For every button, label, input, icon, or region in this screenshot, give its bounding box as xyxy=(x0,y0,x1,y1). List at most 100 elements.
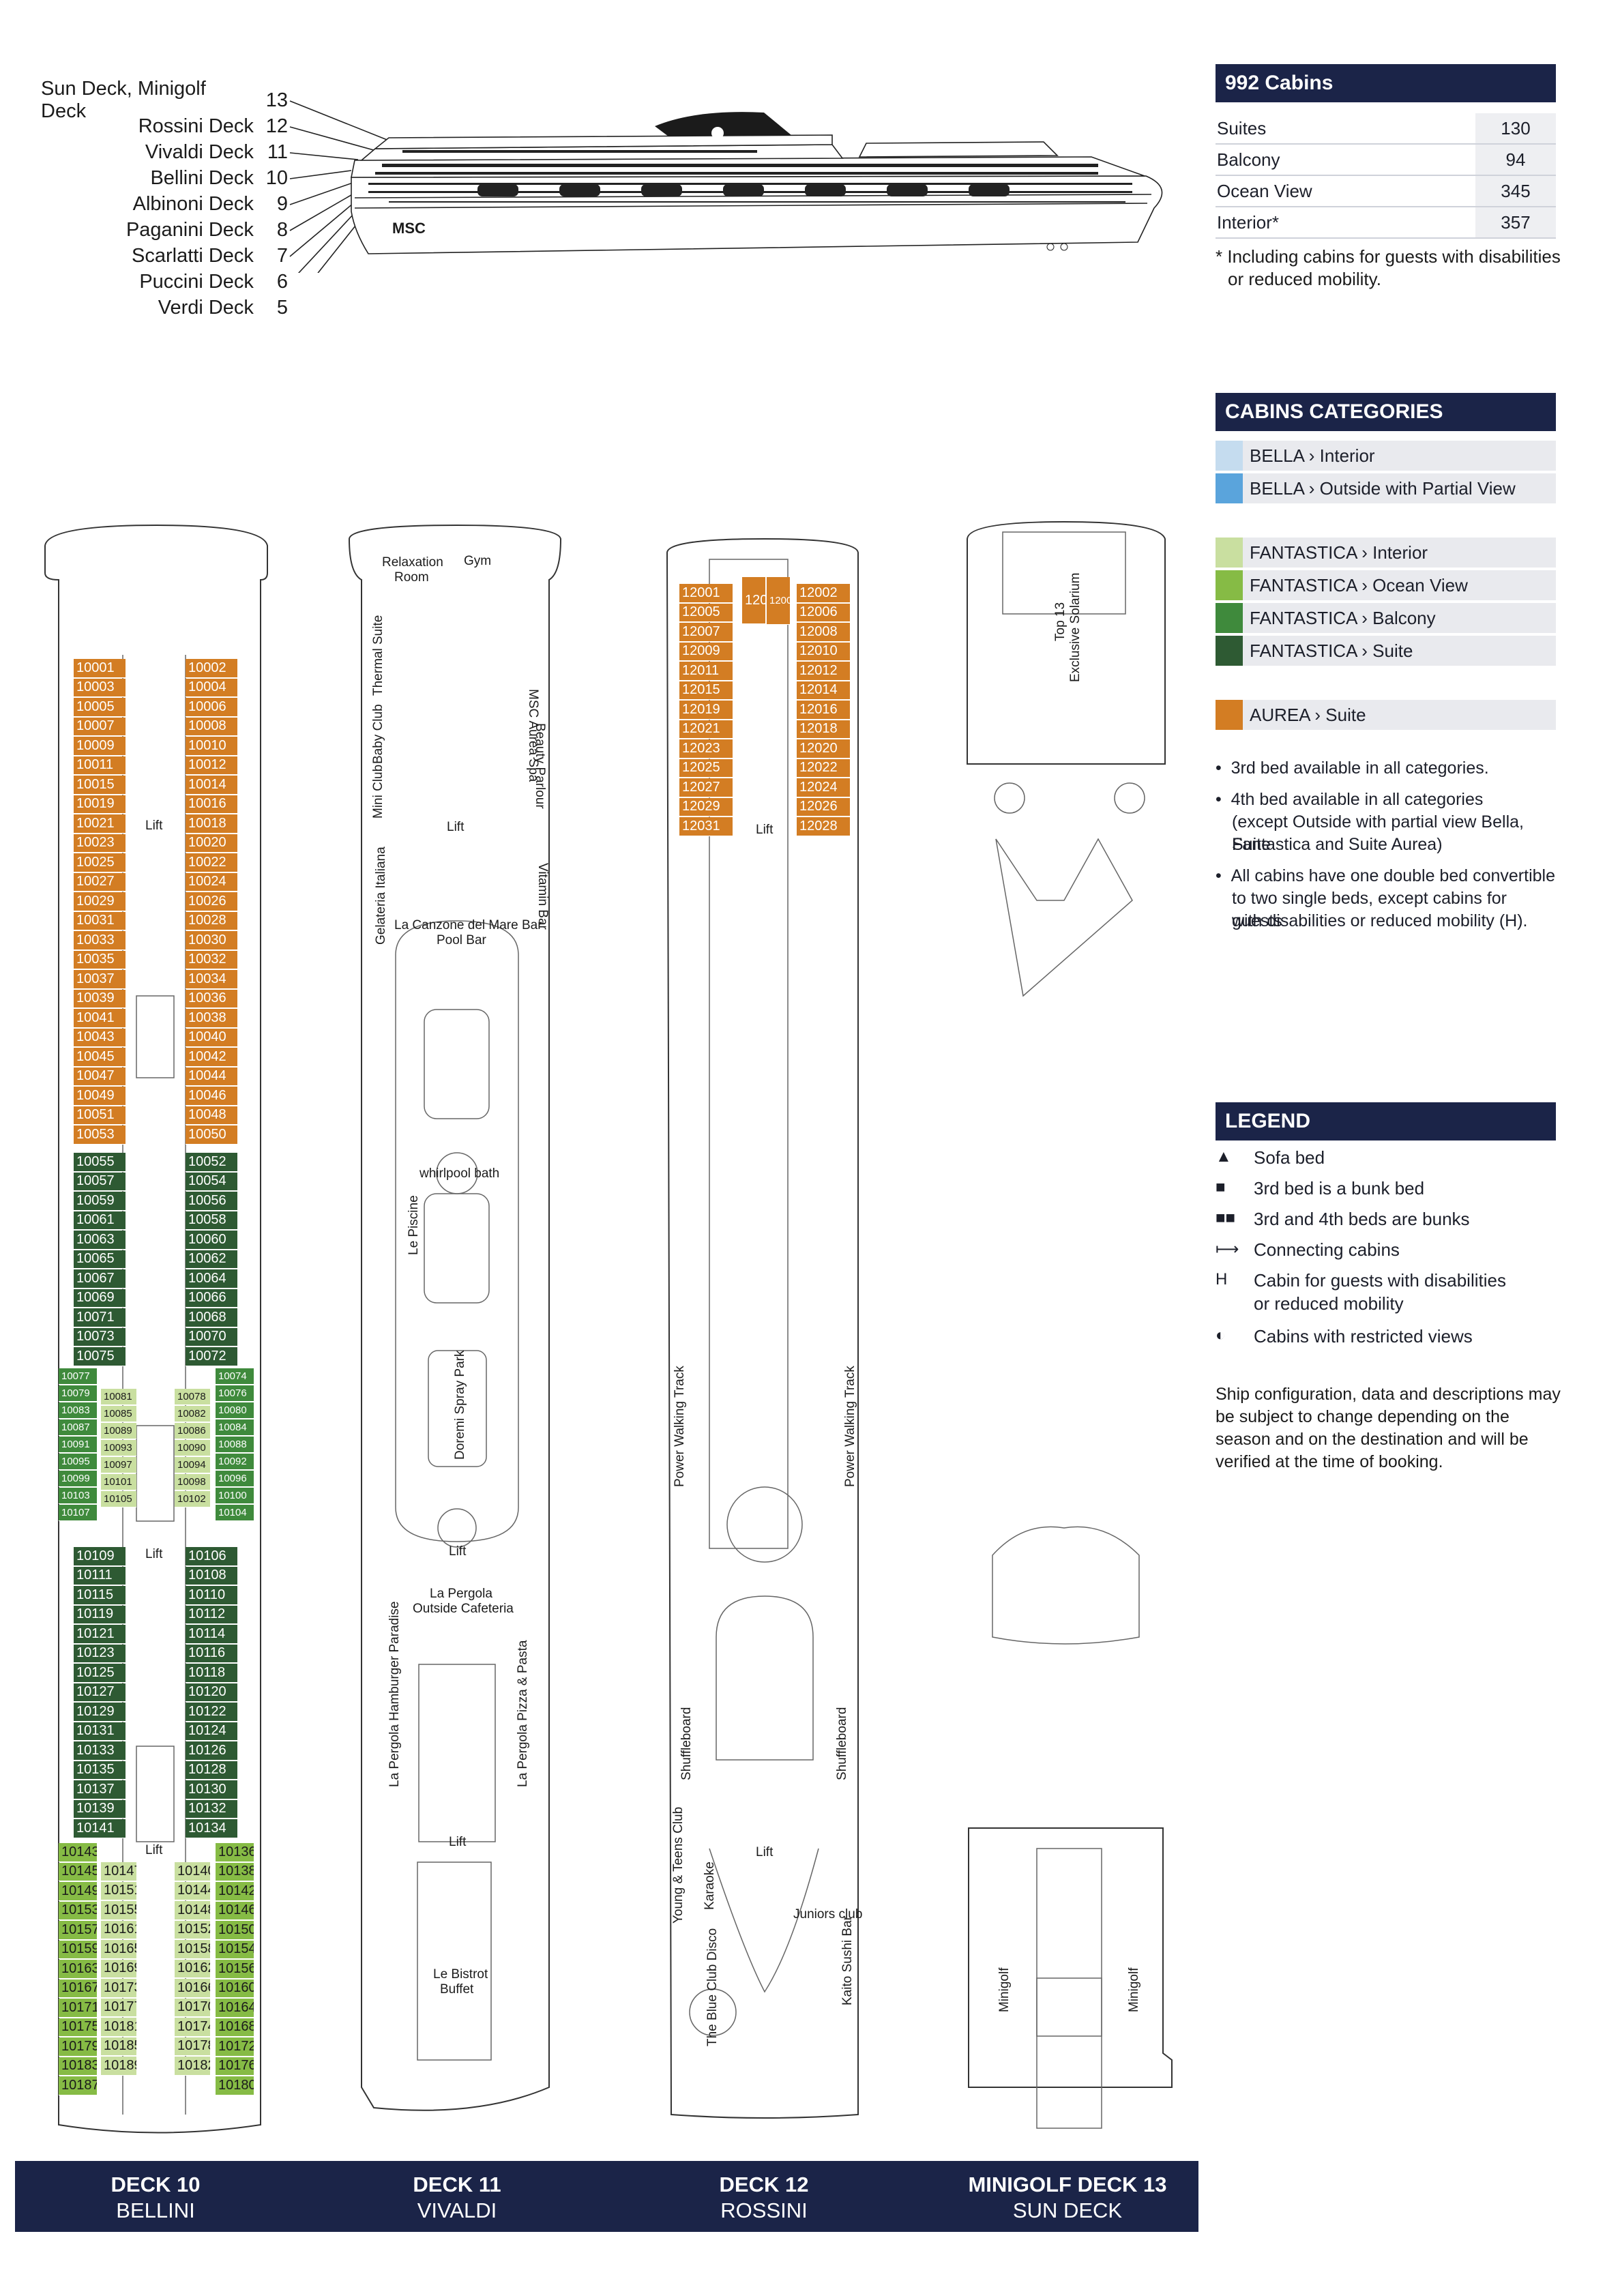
cabin[interactable]: 10142 xyxy=(216,1882,254,1901)
cabin[interactable]: 10095 xyxy=(59,1454,97,1470)
cabin[interactable]: 10071 xyxy=(74,1308,126,1327)
cabin[interactable]: 10114 xyxy=(186,1625,237,1644)
cabin[interactable]: 10075 xyxy=(74,1347,126,1366)
cabin[interactable]: 10141 xyxy=(74,1819,126,1838)
cabin[interactable]: 10042 xyxy=(186,1048,237,1067)
cabin[interactable]: 10029 xyxy=(74,892,126,911)
cabin[interactable]: 10076 xyxy=(216,1385,254,1402)
cabin[interactable]: 10187 xyxy=(59,2076,97,2095)
cabin[interactable]: 10185 xyxy=(101,2037,136,2056)
cabin[interactable]: 10099 xyxy=(59,1471,97,1487)
cabin[interactable]: 10051 xyxy=(74,1106,126,1125)
cabin[interactable]: 10004 xyxy=(186,678,237,697)
cabin[interactable]: 10139 xyxy=(74,1799,126,1819)
cabin[interactable]: 10088 xyxy=(216,1437,254,1453)
cabin[interactable]: 12031 xyxy=(679,817,733,836)
cabin[interactable]: 10026 xyxy=(186,892,237,911)
cabin[interactable]: 10034 xyxy=(186,970,237,989)
cabin[interactable]: 12001 xyxy=(679,584,733,603)
cabin[interactable]: 10153 xyxy=(59,1901,97,1920)
cabin[interactable]: 10123 xyxy=(74,1644,126,1663)
cabin[interactable]: 10160 xyxy=(216,1979,254,1998)
cabin[interactable]: 10024 xyxy=(186,872,237,892)
cabin[interactable]: 10149 xyxy=(59,1882,97,1901)
cabin[interactable]: 10105 xyxy=(101,1491,136,1507)
cabin[interactable]: 10016 xyxy=(186,795,237,814)
cabin[interactable]: 10180 xyxy=(216,2076,254,2095)
cabin[interactable]: 10092 xyxy=(216,1454,254,1470)
cabin[interactable]: 10054 xyxy=(186,1172,237,1191)
cabin[interactable]: 12020 xyxy=(797,739,850,759)
cabin[interactable]: 10102 xyxy=(175,1491,210,1507)
cabin[interactable]: 10048 xyxy=(186,1106,237,1125)
cabin[interactable]: 10163 xyxy=(59,1960,97,1979)
cabin[interactable]: 10164 xyxy=(216,1999,254,2018)
cabin[interactable]: 10066 xyxy=(186,1289,237,1308)
cabin[interactable]: 10025 xyxy=(74,853,126,872)
cabin[interactable]: 10120 xyxy=(186,1683,237,1702)
cabin[interactable]: 10087 xyxy=(59,1419,97,1436)
cabin[interactable]: 12023 xyxy=(679,739,733,759)
cabin[interactable]: 10089 xyxy=(101,1423,136,1439)
cabin[interactable]: 10038 xyxy=(186,1009,237,1028)
cabin[interactable]: 10175 xyxy=(59,2018,97,2037)
cabin[interactable]: 10116 xyxy=(186,1644,237,1663)
cabin[interactable]: 10077 xyxy=(59,1368,97,1385)
cabin[interactable]: 10093 xyxy=(101,1440,136,1456)
cabin[interactable]: 10062 xyxy=(186,1250,237,1269)
cabin[interactable]: 12028 xyxy=(797,817,850,836)
cabin[interactable]: 10064 xyxy=(186,1269,237,1289)
cabin[interactable]: 10174 xyxy=(175,2018,210,2037)
cabin[interactable]: 10070 xyxy=(186,1327,237,1346)
cabin[interactable]: 10027 xyxy=(74,872,126,892)
cabin[interactable]: 10053 xyxy=(74,1125,126,1145)
cabin[interactable]: 10165 xyxy=(101,1940,136,1959)
cabin[interactable]: 10023 xyxy=(74,834,126,853)
cabin[interactable]: 10132 xyxy=(186,1799,237,1819)
cabin[interactable]: 10090 xyxy=(175,1440,210,1456)
cabin[interactable]: 10133 xyxy=(74,1741,126,1761)
cabin[interactable]: 10055 xyxy=(74,1153,126,1172)
cabin[interactable]: 10044 xyxy=(186,1067,237,1086)
cabin[interactable]: 10125 xyxy=(74,1664,126,1683)
cabin[interactable]: 10145 xyxy=(59,1862,97,1881)
cabin[interactable]: 10031 xyxy=(74,911,126,930)
cabin[interactable]: 12004 xyxy=(767,577,790,625)
cabin[interactable]: 10189 xyxy=(101,2057,136,2076)
cabin[interactable]: 10158 xyxy=(175,1940,210,1959)
cabin[interactable]: 10045 xyxy=(74,1048,126,1067)
cabin[interactable]: 10046 xyxy=(186,1087,237,1106)
cabin[interactable]: 10121 xyxy=(74,1625,126,1644)
cabin[interactable]: 10143 xyxy=(59,1843,97,1862)
cabin[interactable]: 10011 xyxy=(74,756,126,775)
cabin[interactable]: 10137 xyxy=(74,1780,126,1799)
cabin[interactable]: 10028 xyxy=(186,911,237,930)
cabin[interactable]: 10177 xyxy=(101,1998,136,2017)
cabin[interactable]: 10068 xyxy=(186,1308,237,1327)
cabin[interactable]: 10035 xyxy=(74,950,126,969)
cabin[interactable]: 10021 xyxy=(74,814,126,834)
cabin[interactable]: 10082 xyxy=(175,1406,210,1422)
cabin[interactable]: 10111 xyxy=(74,1566,126,1585)
cabin[interactable]: 10032 xyxy=(186,950,237,969)
cabin[interactable]: 10128 xyxy=(186,1761,237,1780)
cabin[interactable]: 10002 xyxy=(186,659,237,678)
cabin[interactable]: 12002 xyxy=(797,584,850,603)
cabin[interactable]: 10115 xyxy=(74,1586,126,1605)
cabin[interactable]: 10119 xyxy=(74,1605,126,1624)
cabin[interactable]: 12006 xyxy=(797,603,850,622)
cabin[interactable]: 10041 xyxy=(74,1009,126,1028)
cabin[interactable]: 10178 xyxy=(175,2037,210,2056)
cabin[interactable]: 10112 xyxy=(186,1605,237,1624)
cabin[interactable]: 12025 xyxy=(679,759,733,778)
cabin[interactable]: 10124 xyxy=(186,1722,237,1741)
cabin[interactable]: 10127 xyxy=(74,1683,126,1702)
cabin[interactable]: 12010 xyxy=(797,642,850,661)
cabin[interactable]: 10008 xyxy=(186,717,237,736)
cabin[interactable]: 10067 xyxy=(74,1269,126,1289)
cabin[interactable]: 10057 xyxy=(74,1172,126,1191)
cabin[interactable]: 10108 xyxy=(186,1566,237,1585)
cabin[interactable]: 10079 xyxy=(59,1385,97,1402)
